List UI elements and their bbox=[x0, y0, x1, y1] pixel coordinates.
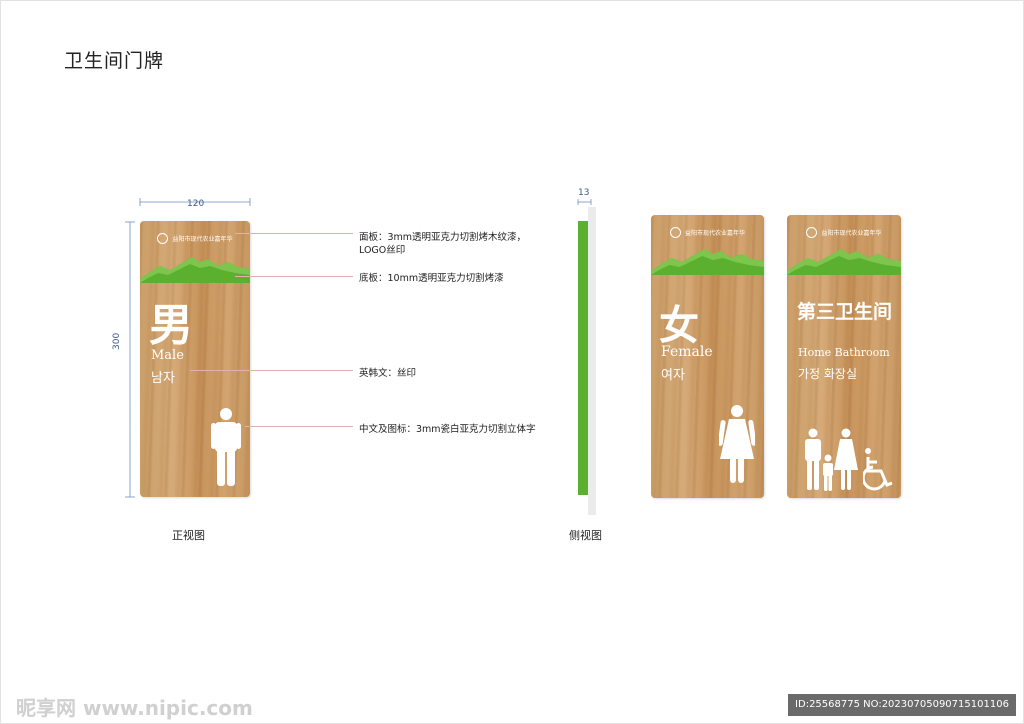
family-restroom-icon bbox=[805, 428, 858, 491]
logo-text: 益阳市现代农业嘉年华 bbox=[684, 229, 745, 237]
sign-logo: 益阳市现代农业嘉年华 bbox=[787, 225, 901, 239]
leader-line-base bbox=[235, 276, 353, 277]
logo-emblem-icon bbox=[806, 226, 818, 238]
sign-chinese-label: 女 bbox=[659, 302, 699, 349]
logo-emblem-icon bbox=[157, 232, 169, 244]
mountain-icon bbox=[787, 249, 901, 275]
caption-front-view: 正视图 bbox=[172, 529, 205, 542]
sign-english-label: Male bbox=[151, 348, 184, 363]
sign-english-label: Female bbox=[661, 344, 713, 360]
family-restroom-sign: 益阳市现代农业嘉年华 第三卫生间 Home Bathroom 가정 화장실 bbox=[787, 215, 901, 498]
watermark-site: 昵享网 www.nipic.com bbox=[16, 696, 253, 720]
watermark-id: ID:25568775 NO:20230705090715101106 bbox=[788, 694, 1016, 716]
width-dimension: 120 bbox=[187, 199, 205, 209]
height-dimension: 300 bbox=[112, 332, 122, 350]
annotation-panel-line2: LOGO丝印 bbox=[359, 245, 406, 256]
female-figure-icon bbox=[719, 405, 755, 483]
annotation-panel-line1: 面板：3mm透明亚克力切割烤木纹漆， bbox=[359, 232, 527, 243]
sign-korean-label: 남자 bbox=[151, 371, 175, 386]
sign-korean-label: 가정 화장실 bbox=[798, 367, 858, 381]
sign-english-label: Home Bathroom bbox=[798, 346, 890, 359]
thickness-dimension: 13 bbox=[578, 188, 590, 198]
male-figure-icon bbox=[211, 408, 241, 486]
male-sign: 益阳市现代农业嘉年华 男 Male 남자 bbox=[140, 221, 250, 497]
leader-line-en-ko bbox=[190, 370, 353, 371]
logo-emblem-icon bbox=[669, 226, 681, 238]
sign-logo: 益阳市现代农业嘉年华 bbox=[140, 231, 250, 245]
dimension-lines bbox=[125, 198, 251, 498]
leader-line-zh-icon bbox=[245, 426, 353, 427]
mountain-icon bbox=[140, 257, 250, 283]
side-view bbox=[577, 199, 596, 515]
annotation-en-ko: 英韩文：丝印 bbox=[359, 368, 417, 379]
logo-text: 益阳市现代农业嘉年华 bbox=[172, 235, 233, 243]
sign-chinese-label: 第三卫生间 bbox=[797, 301, 893, 323]
page-title: 卫生间门牌 bbox=[64, 50, 165, 72]
mountain-icon bbox=[651, 249, 764, 275]
female-sign: 益阳市现代农业嘉年华 女 Female 여자 bbox=[651, 215, 764, 498]
sign-chinese-label: 男 bbox=[149, 300, 193, 351]
caption-side-view: 侧视图 bbox=[569, 529, 602, 542]
sign-korean-label: 여자 bbox=[661, 368, 685, 383]
leader-line-panel bbox=[235, 233, 353, 234]
annotation-zh-icon: 中文及图标：3mm瓷白亚克力切割立体字 bbox=[359, 424, 536, 435]
wheelchair-icon bbox=[863, 448, 893, 491]
logo-text: 益阳市现代农业嘉年华 bbox=[821, 229, 882, 237]
annotation-base: 底板：10mm透明亚克力切割烤漆 bbox=[359, 273, 504, 284]
sign-logo: 益阳市现代农业嘉年华 bbox=[651, 225, 764, 239]
